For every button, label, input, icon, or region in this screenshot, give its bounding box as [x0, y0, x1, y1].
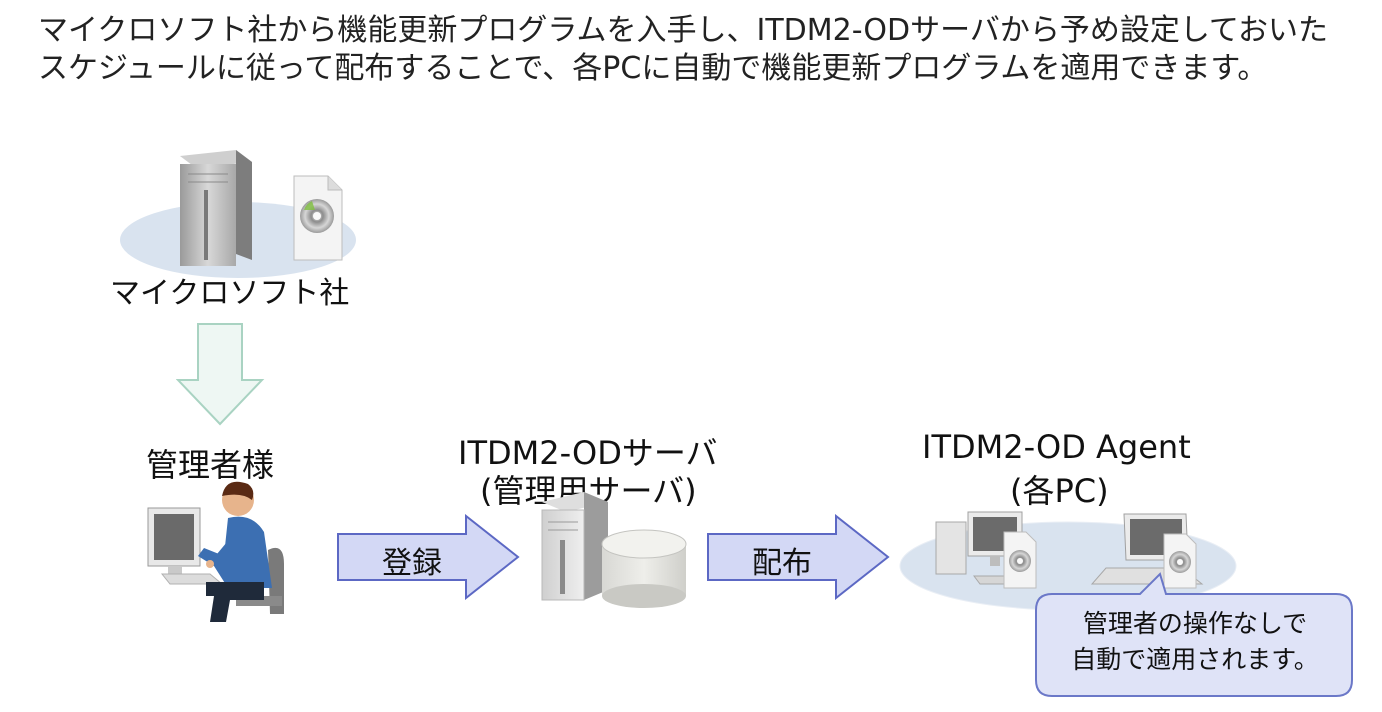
- microsoft-label: マイクロソフト社: [110, 276, 350, 311]
- register-arrow: [337, 514, 520, 600]
- server-title: ITDM2-ODサーバ: [458, 434, 718, 472]
- agent-title: ITDM2-OD Agent: [922, 428, 1191, 466]
- register-arrow-label: 登録: [382, 546, 442, 581]
- distribute-arrow: [707, 514, 890, 600]
- administrator-icon: [147, 481, 284, 622]
- server-tower-icon: [180, 150, 252, 266]
- update-disc-document-icon: [293, 175, 343, 261]
- update-disc-document-icon: [1003, 531, 1037, 589]
- callout-line-1: 管理者の操作なしで: [1082, 609, 1308, 638]
- management-server-icon: [541, 492, 687, 608]
- description-line-2: スケジュールに従って配布することで、各PCに自動で機能更新プログラムを適用できま…: [38, 51, 1268, 86]
- storage-cylinder-icon: [601, 529, 687, 608]
- admin-label: 管理者様: [146, 446, 275, 484]
- distribute-arrow-label: 配布: [752, 546, 812, 581]
- description-line-1: マイクロソフト社から機能更新プログラムを入手し、ITDM2-ODサーバから予め設…: [38, 13, 1329, 48]
- update-disc-document-icon: [1163, 533, 1197, 589]
- agent-pcs-group: [899, 511, 1237, 611]
- agent-subtitle: (各PC): [1010, 472, 1109, 510]
- callout-line-2: 自動で適用されます。: [1071, 645, 1319, 674]
- automatic-apply-callout: [1035, 572, 1353, 697]
- download-down-arrow: [176, 323, 265, 426]
- description-text: マイクロソフト社から機能更新プログラムを入手し、ITDM2-ODサーバから予め設…: [38, 12, 1358, 88]
- microsoft-server-group: [120, 150, 356, 278]
- callout-text: 管理者の操作なしで 自動で適用されます。: [1040, 606, 1350, 678]
